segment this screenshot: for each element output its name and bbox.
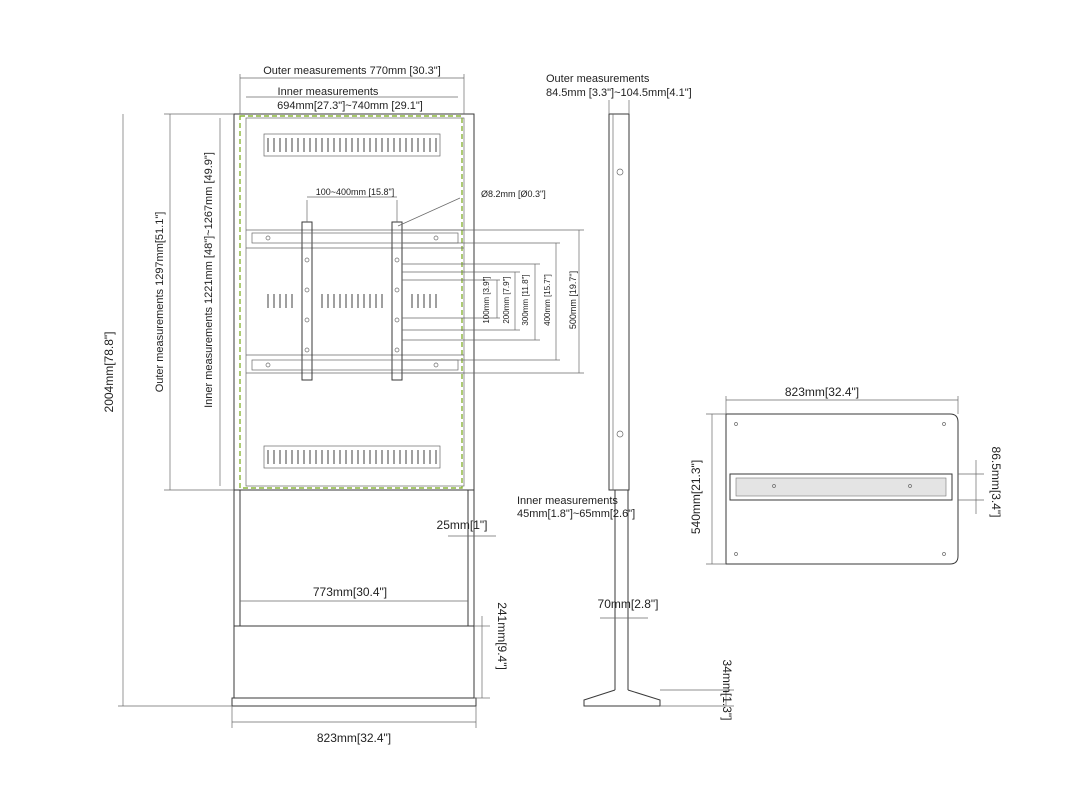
hole-spacing-label: 100~400mm [15.8"]	[316, 187, 395, 197]
side-inner-depth-value: 45mm[1.8"]~65mm[2.6"]	[517, 508, 635, 520]
base-top-view	[725, 413, 959, 565]
inner-width-value: 694mm[27.3"]~740mm [29.1"]	[277, 100, 423, 112]
base-height-label: 34mm[1.3"]	[720, 660, 734, 721]
vesa-200-label: 200mm [7.9"]	[502, 276, 511, 323]
front-cabinet-outline	[233, 113, 475, 491]
vent-grille-top	[263, 133, 441, 157]
inner-height-label: Inner measurements 1221mm [48"]~1267mm […	[203, 152, 215, 408]
front-dimensions	[118, 74, 584, 728]
hole-diameter-label: Ø8.2mm [Ø0.3"]	[481, 189, 546, 199]
post-depth-label: 70mm[2.8"]	[598, 597, 659, 611]
inner-width-title: Inner measurements	[278, 86, 379, 98]
vent-grille-middle	[267, 294, 437, 308]
base-top-depth-label: 540mm[21.3"]	[689, 460, 703, 534]
side-outer-depth-title: Outer measurements	[546, 73, 650, 85]
base-slot-label: 86.5mm[3.4"]	[989, 447, 1003, 518]
vent-grille-bottom	[263, 445, 441, 469]
vesa-mounting-bracket	[251, 200, 459, 381]
inner-screen-outline	[239, 115, 463, 489]
base-top-width-label: 823mm[32.4"]	[785, 385, 859, 399]
total-height-label: 2004mm[78.8"]	[102, 332, 116, 413]
lower-height-label: 241mm[9.4"]	[495, 602, 509, 670]
vesa-300-label: 300mm [11.8"]	[521, 274, 530, 325]
vesa-100-label: 100mm [3.9"]	[482, 276, 491, 323]
base-width-label: 823mm[32.4"]	[317, 731, 391, 745]
side-inner-depth-title: Inner measurements	[517, 495, 618, 507]
side-dimensions	[600, 100, 734, 707]
front-view	[231, 113, 477, 707]
vesa-400-label: 400mm [15.7"]	[543, 274, 552, 326]
base-slot	[729, 473, 953, 501]
front-base-box	[233, 625, 475, 699]
vesa-500-label: 500mm [19.7"]	[568, 271, 578, 329]
post-width-label: 25mm[1"]	[437, 518, 488, 532]
side-view	[583, 113, 661, 707]
outer-width-label: Outer measurements 770mm [30.3"]	[263, 65, 441, 77]
front-base-plate	[231, 697, 477, 707]
base-top-dimensions	[706, 396, 984, 565]
side-cabinet	[608, 113, 630, 491]
side-foot	[583, 689, 661, 707]
base-plate-outline	[725, 413, 959, 565]
outer-height-label: Outer measurements 1297mm[51.1"]	[154, 212, 166, 393]
side-outer-depth-value: 84.5mm [3.3"]~104.5mm[4.1"]	[546, 87, 692, 99]
base-inner-width-label: 773mm[30.4"]	[313, 585, 387, 599]
